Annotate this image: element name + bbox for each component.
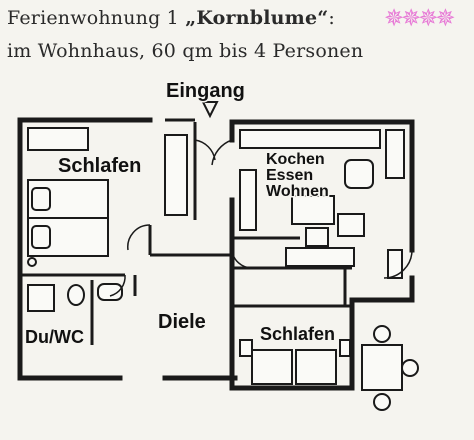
- shower-icon: [27, 284, 55, 312]
- inner-walls: [20, 118, 352, 345]
- fridge: [385, 129, 405, 179]
- bathroom-furniture: [27, 283, 123, 312]
- outer-walls: [17, 117, 415, 391]
- chair-icon: [337, 213, 365, 237]
- title-suffix: :: [328, 7, 335, 29]
- title-prefix: Ferienwohnung 1: [7, 7, 186, 29]
- sofa: [285, 247, 355, 267]
- lamp-icon: [27, 257, 37, 267]
- bedroom-2-furniture: [239, 339, 351, 385]
- bed-3: [251, 349, 293, 385]
- wardrobe: [27, 127, 89, 151]
- kitchen-label-3: Wohnen: [266, 183, 329, 200]
- door-arc: [383, 249, 413, 279]
- terrace-furniture: [361, 249, 419, 411]
- terrace-table: [361, 344, 403, 391]
- listing-subtitle: im Wohnhaus, 60 qm bis 4 Personen: [7, 40, 364, 62]
- kitchen-label-1: Kochen: [266, 151, 325, 168]
- kitchen-furniture: [239, 129, 405, 267]
- sink-icon: [97, 283, 123, 301]
- door-arc: [194, 139, 216, 161]
- bed-4: [295, 349, 337, 385]
- bedroom-2-label: Schlafen: [260, 324, 335, 344]
- hall-label: Diele: [158, 311, 206, 333]
- counter: [239, 129, 381, 149]
- bathroom-label: Du/WC: [25, 327, 84, 347]
- chair-icon: [373, 325, 391, 343]
- entrance-arrow-icon: [201, 101, 219, 119]
- pillow-icon: [31, 187, 51, 211]
- shelf: [239, 169, 257, 231]
- apartment-name: „Kornblume“: [185, 7, 329, 29]
- doors: [109, 139, 413, 297]
- door-arc: [127, 224, 151, 251]
- bedroom-1-label: Schlafen: [58, 155, 141, 177]
- door-arc: [231, 249, 253, 269]
- nightstand: [339, 339, 351, 357]
- dining-table: [291, 195, 335, 225]
- bedroom-1-furniture: [27, 127, 188, 267]
- kitchen-label-2: Essen: [266, 167, 313, 184]
- rating-stars: ✵✵✵✵: [384, 4, 455, 32]
- chair-icon: [401, 359, 419, 377]
- listing-title: Ferienwohnung 1 „Kornblume“:: [7, 7, 335, 29]
- door-frame: [387, 249, 403, 279]
- armchair-icon: [344, 159, 374, 189]
- closet: [164, 134, 188, 216]
- door-arc: [109, 274, 126, 297]
- chair-icon: [305, 227, 329, 247]
- nightstand: [239, 339, 253, 357]
- toilet-icon: [67, 284, 85, 306]
- chair-icon: [373, 393, 391, 411]
- pillow-icon: [31, 225, 51, 249]
- entrance-label: Eingang: [166, 80, 245, 102]
- door-arc: [211, 139, 233, 166]
